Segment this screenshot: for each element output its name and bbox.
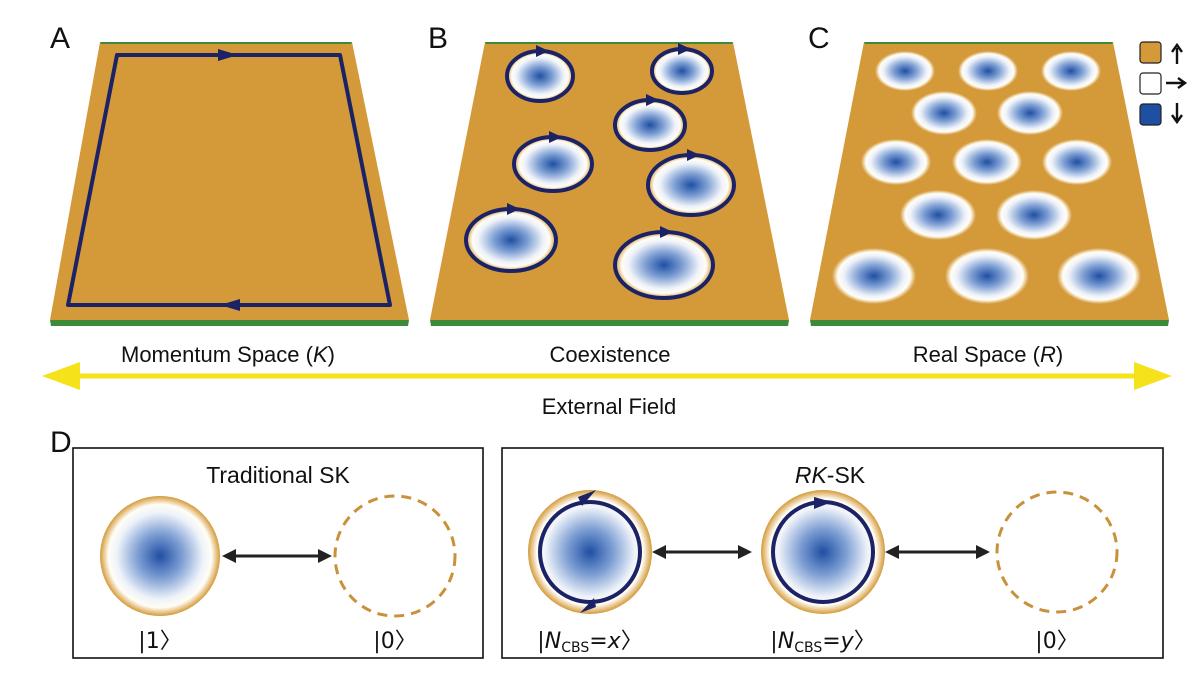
ket-state-1: |1〉 <box>138 629 181 654</box>
real-space-skyrmion <box>958 51 1018 91</box>
real-space-skyrmion <box>945 248 1029 304</box>
panel-a-plate-surface <box>50 42 409 320</box>
coexistence-skyrmion <box>613 94 687 152</box>
coexistence-skyrmion <box>505 45 575 103</box>
rk-sk-title: RK-SK <box>795 462 866 488</box>
arrow-up-icon <box>1171 42 1183 64</box>
loop-arrow-icon <box>814 497 832 509</box>
real-space-skyrmion <box>900 190 976 240</box>
loop-arrow-icon <box>549 131 562 143</box>
panel-a-plate <box>50 42 409 326</box>
loop-arrow-icon <box>660 226 673 238</box>
legend-swatch-inplane <box>1139 72 1162 95</box>
empty-state-dashed-circle <box>333 494 457 618</box>
loop-arrow-icon <box>507 203 520 215</box>
real-space-skyrmion <box>1042 139 1112 185</box>
ket-state-ncbs-y: |NCBS=y〉 <box>770 629 875 656</box>
real-space-skyrmion <box>832 248 916 304</box>
coexistence-skyrmion <box>646 149 736 217</box>
panel-a-plate-top-edge <box>100 42 352 44</box>
double-arrow <box>222 549 332 563</box>
coexistence-skyrmion <box>650 43 714 95</box>
panel-a-edge-state-loop <box>66 53 392 307</box>
panel-b-plate-top-edge <box>485 42 733 44</box>
real-space-skyrmion <box>911 91 977 135</box>
legend-swatch-up <box>1139 41 1162 64</box>
coexistence-skyrmion <box>613 226 715 300</box>
loop-arrow-icon <box>678 43 691 55</box>
panel-c-caption: Real Space (R) <box>913 342 1063 367</box>
panel-d-letter: D <box>50 426 72 459</box>
ket-state-ncbs-x: |NCBS=x〉 <box>537 629 642 656</box>
legend-swatch-down <box>1139 103 1162 126</box>
double-arrow <box>885 545 990 559</box>
traditional-sk-title: Traditional SK <box>206 462 350 488</box>
panel-c-plate-edge <box>810 320 1169 326</box>
real-space-skyrmion <box>861 139 931 185</box>
rk-sk-box <box>501 447 1164 659</box>
loop-arrow-icon <box>578 490 596 506</box>
panel-c-plate-top-edge <box>864 42 1113 44</box>
empty-state-dashed-circle <box>995 490 1119 614</box>
traditional-sk-skyrmion <box>100 496 220 616</box>
real-space-skyrmion <box>996 190 1072 240</box>
ket-state-0-left: |0〉 <box>373 629 416 654</box>
coexistence-skyrmion <box>512 131 594 193</box>
panel-a-caption: Momentum Space (K) <box>121 342 335 367</box>
panel-c-skyrmion-group <box>832 51 1141 304</box>
panel-a-letter: A <box>50 22 70 55</box>
real-space-skyrmion <box>1057 248 1141 304</box>
real-space-skyrmion <box>997 91 1063 135</box>
external-field-axis <box>42 362 1172 390</box>
panel-a-loop-arrow-right-icon <box>218 49 238 61</box>
rk-sk-state-x-skyrmion <box>528 490 652 614</box>
axis-label: External Field <box>542 394 677 419</box>
loop-arrow-icon <box>646 94 659 106</box>
double-arrow <box>652 545 752 559</box>
loop-arrow-icon <box>536 45 549 57</box>
arrow-right-icon <box>1166 77 1188 89</box>
panel-c-letter: C <box>808 22 830 55</box>
panel-b-skyrmion-group <box>464 43 736 300</box>
rk-sk-state-y-skyrmion <box>761 490 885 614</box>
axis-arrow-left-icon <box>42 362 80 390</box>
panel-b-plate-edge <box>430 320 789 326</box>
real-space-skyrmion <box>1041 51 1101 91</box>
ket-state-0-right: |0〉 <box>1035 629 1078 654</box>
real-space-skyrmion <box>875 51 935 91</box>
traditional-sk-box <box>72 447 484 659</box>
coexistence-skyrmion <box>464 203 558 273</box>
panel-b-caption: Coexistence <box>549 342 670 367</box>
axis-arrow-right-icon <box>1134 362 1172 390</box>
panel-a-plate-edge <box>50 320 409 326</box>
loop-arrow-icon <box>580 598 596 613</box>
real-space-skyrmion <box>952 139 1022 185</box>
loop-arrow-icon <box>687 149 700 161</box>
panel-b-letter: B <box>428 22 448 55</box>
spin-legend <box>1139 41 1188 126</box>
arrow-down-icon <box>1171 103 1183 125</box>
panel-a-loop-arrow-left-icon <box>220 299 240 311</box>
